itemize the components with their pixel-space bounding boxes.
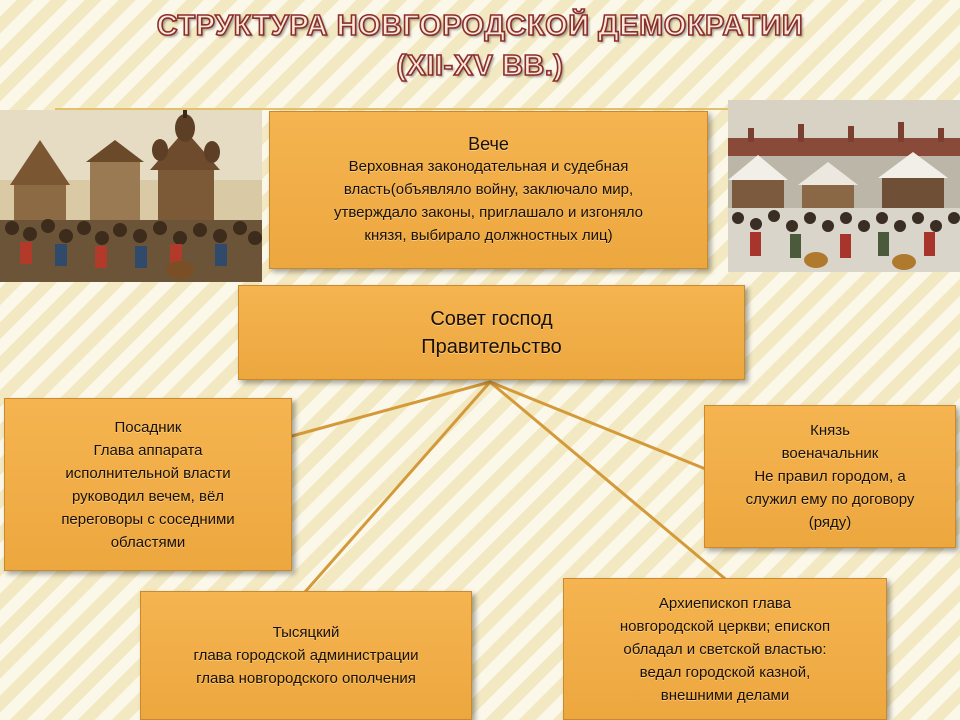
veche-text-line: власть(объявляло войну, заключало мир,: [343, 181, 634, 198]
connector-to-knyaz: [488, 380, 710, 472]
veche-text-line: Верховная законодательная и судебная: [348, 158, 629, 175]
sovet-text-line: Совет господ: [430, 307, 553, 330]
knyaz-text-line: служил ему по договору: [745, 491, 915, 508]
tysyatsky-text-line: глава городской администрации: [193, 647, 419, 664]
posadnik-text-line: областями: [110, 533, 186, 551]
slide-title-line-2: (XII-XV ВВ.): [396, 49, 564, 83]
arkhiepiskop-box: Архиепископ глава новгородской церкви; е…: [563, 578, 887, 720]
veche-text-line: утверждало законы, приглашало и изгоняло: [334, 204, 643, 221]
sovet-text-line: Правительство: [421, 335, 562, 358]
posadnik-text-line: Посадник: [114, 418, 182, 436]
connector-to-tysyatsky: [303, 380, 492, 594]
veche-painting-left-art: [0, 110, 262, 282]
knyaz-text-line: (ряду): [808, 514, 852, 531]
knyaz-text-line: Не правил городом, а: [754, 468, 906, 485]
posadnik-text-line: исполнительной власти: [65, 464, 231, 482]
market-painting-right: [728, 100, 960, 272]
posadnik-box: Посадник Глава аппарата исполнительной в…: [4, 398, 292, 571]
knyaz-box: Князь военачальник Не правил городом, а …: [704, 405, 956, 548]
title-divider: [55, 108, 905, 110]
connector-to-posadnik: [290, 380, 492, 438]
arkhiepiskop-text-line: внешними делами: [660, 686, 790, 704]
market-painting-right-art: [728, 100, 960, 272]
knyaz-text-line: Князь: [810, 422, 850, 439]
posadnik-text-line: Глава аппарата: [93, 441, 203, 459]
tysyatsky-box: Тысяцкий глава городской администрации г…: [140, 591, 472, 720]
arkhiepiskop-text-line: ведал городской казной,: [639, 663, 811, 681]
veche-heading: Вече: [468, 134, 509, 154]
arkhiepiskop-text-line: обладал и светской властью:: [623, 640, 827, 658]
sovet-gospod-box: Совет господ Правительство: [238, 285, 745, 380]
veche-box: Вече Верховная законодательная и судебна…: [269, 111, 708, 269]
knyaz-text-line: военачальник: [781, 445, 879, 462]
arkhiepiskop-text-line: новгородской церкви; епископ: [619, 617, 831, 635]
veche-painting-left: [0, 110, 262, 282]
posadnik-text-line: руководил вечем, вёл: [71, 487, 225, 505]
arkhiepiskop-text-line: Архиепископ глава: [658, 594, 792, 612]
tysyatsky-text-line: глава новгородского ополчения: [196, 670, 416, 687]
slide-title-line-1: СТРУКТУРА НОВГОРОДСКОЙ ДЕМОКРАТИИ: [156, 9, 804, 43]
veche-text-line: князя, выбирало должностных лиц): [364, 227, 613, 244]
tysyatsky-text-line: Тысяцкий: [272, 624, 340, 641]
posadnik-text-line: переговоры с соседними: [61, 510, 235, 528]
